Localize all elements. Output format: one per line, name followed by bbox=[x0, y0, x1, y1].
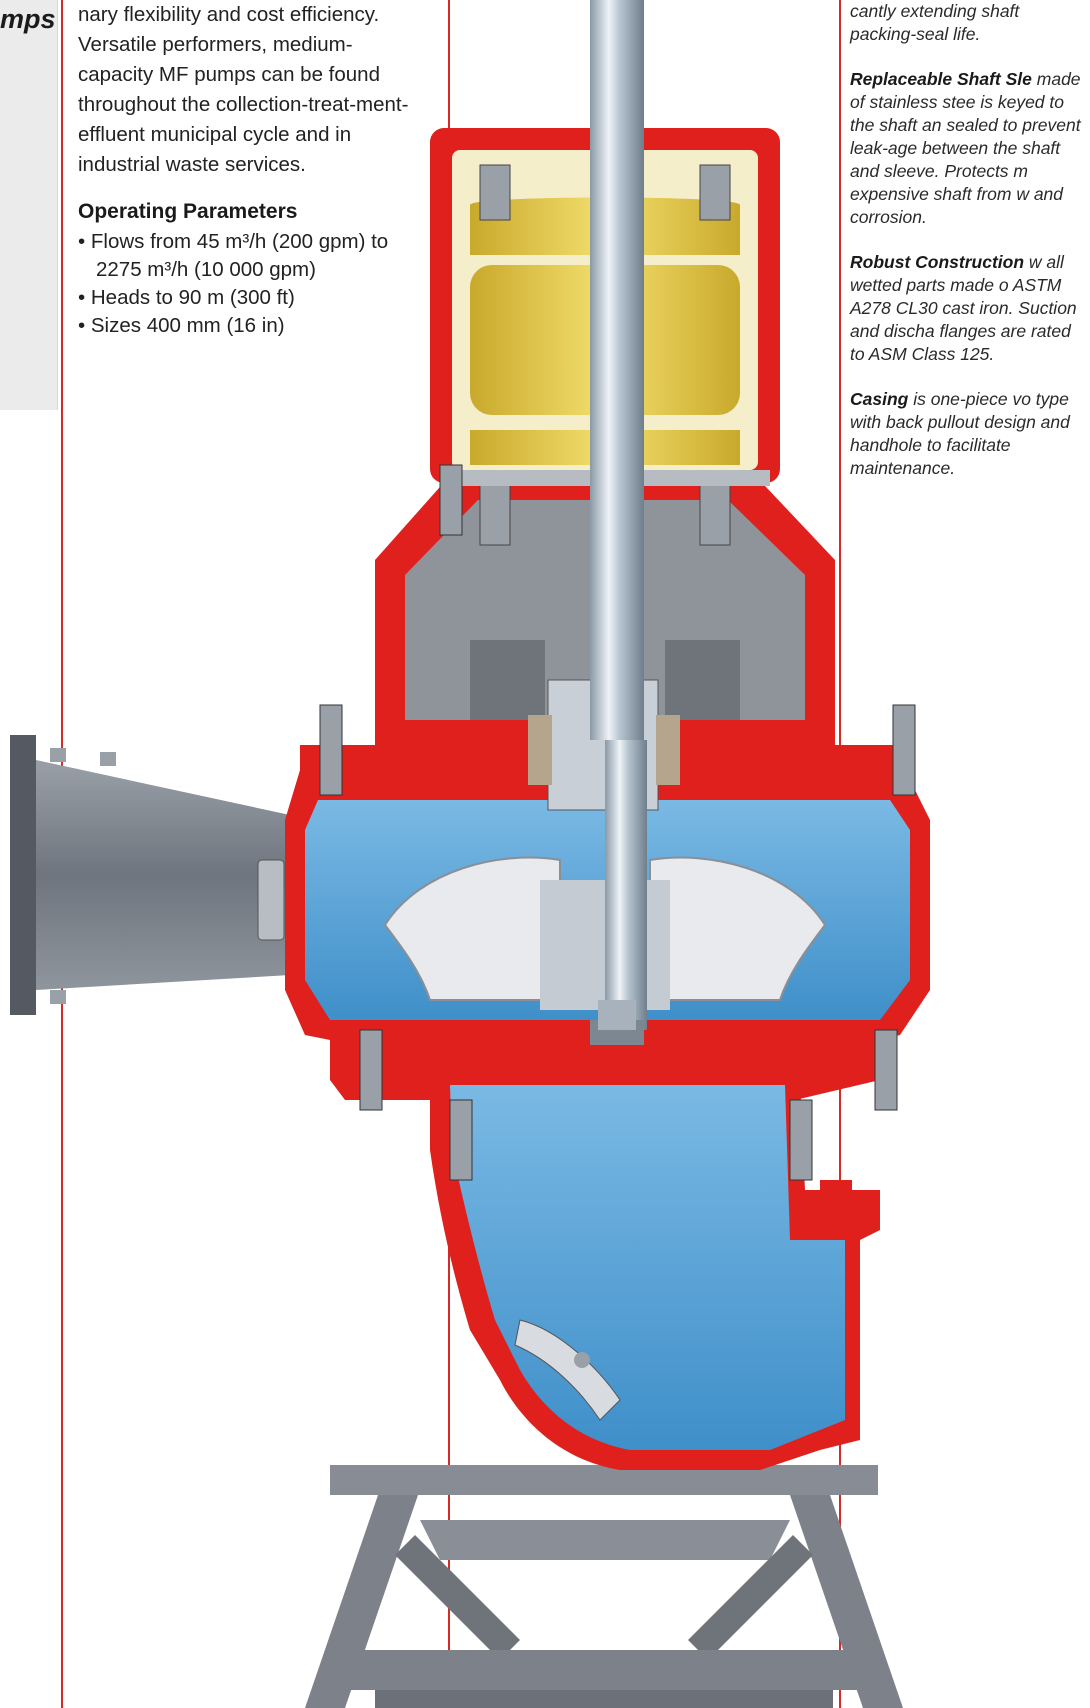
param-item-heads: • Heads to 90 m (300 ft) bbox=[78, 286, 295, 309]
feature-casing-text: is one-piece vo type with back pullout d… bbox=[850, 389, 1070, 478]
support-frame bbox=[305, 1465, 903, 1708]
sidebar-title-fragment: mps bbox=[0, 4, 56, 34]
param-item-sizes: • Sizes 400 mm (16 in) bbox=[78, 314, 285, 337]
feature-casing: Casing is one-piece vo type with back pu… bbox=[850, 388, 1090, 480]
bolts bbox=[319, 464, 916, 1181]
feature-robust-construction-title: Robust Construction bbox=[850, 252, 1025, 272]
sidebar-panel: mps bbox=[0, 0, 58, 410]
feature-robust-construction: Robust Construction w all wetted parts m… bbox=[850, 251, 1090, 366]
features-column: cantly extending shaft packing-seal life… bbox=[850, 0, 1090, 502]
operating-parameters-list: • Flows from 45 m³/h (200 gpm) to 2275 m… bbox=[78, 228, 418, 340]
suction-pipe bbox=[10, 735, 290, 1015]
pump-shaft bbox=[590, 0, 647, 1045]
feature-packing-seal-text: cantly extending shaft packing-seal life… bbox=[850, 1, 1020, 44]
feature-shaft-sleeve: Replaceable Shaft Sle made of stainless … bbox=[850, 68, 1090, 229]
feature-packing-seal: cantly extending shaft packing-seal life… bbox=[850, 0, 1090, 46]
feature-shaft-sleeve-title: Replaceable Shaft Sle bbox=[850, 69, 1032, 89]
intro-column: nary flexibility and cost efficiency. Ve… bbox=[78, 0, 418, 340]
param-item-flows: • Flows from 45 m³/h (200 gpm) to 2275 m… bbox=[78, 230, 389, 281]
discharge-elbow bbox=[430, 1080, 880, 1470]
operating-parameters-heading: Operating Parameters bbox=[78, 200, 298, 223]
feature-casing-title: Casing bbox=[850, 389, 909, 409]
intro-paragraph: nary flexibility and cost efficiency. Ve… bbox=[78, 3, 409, 176]
feature-robust-construction-text: w all wetted parts made o ASTM A278 CL30… bbox=[850, 252, 1077, 364]
feature-shaft-sleeve-text: made of stainless stee is keyed to the s… bbox=[850, 69, 1081, 227]
